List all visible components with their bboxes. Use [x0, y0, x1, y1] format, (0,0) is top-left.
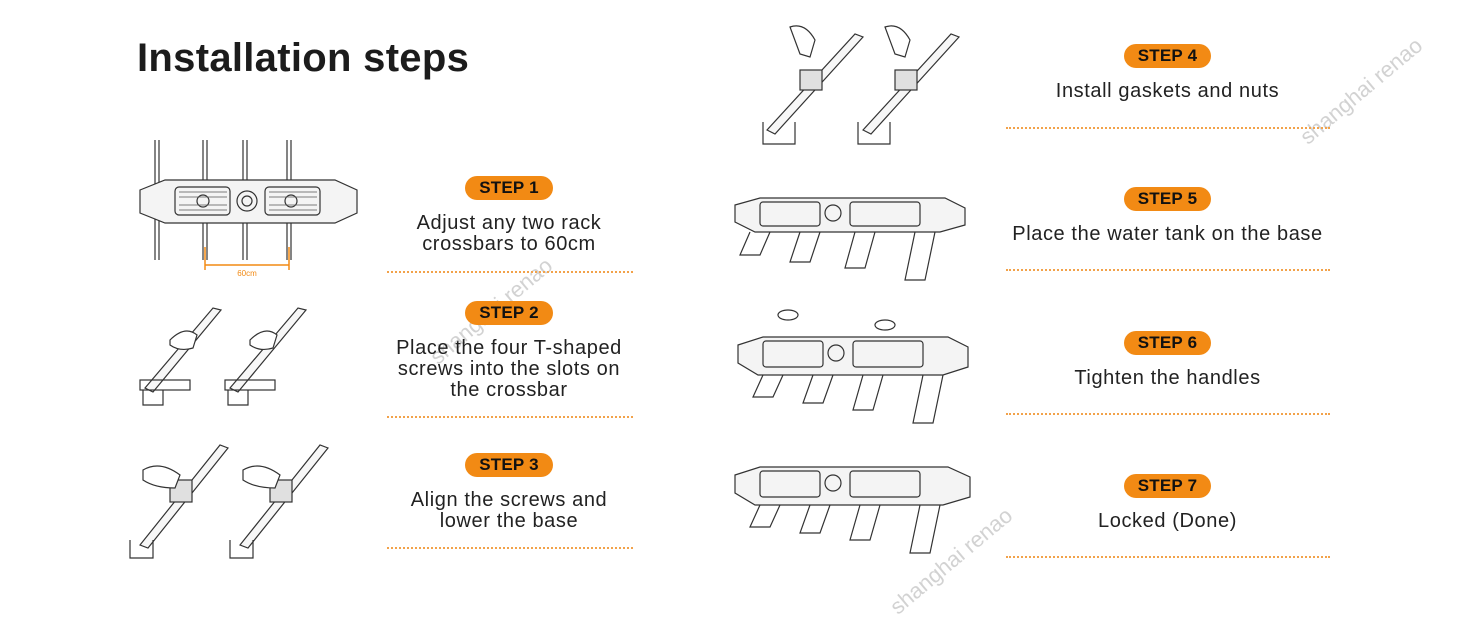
step6-block: STEP 6 Tighten the handles	[1000, 331, 1335, 389]
step4-description: Install gaskets and nuts	[1055, 80, 1280, 102]
step5-description: Place the water tank on the base	[1012, 223, 1323, 245]
step4-divider	[1006, 127, 1330, 129]
step3-description: Align the screws and lower the base	[410, 489, 608, 532]
step3-divider	[387, 547, 633, 549]
step1-block: STEP 1 Adjust any two rack crossbars to …	[385, 176, 633, 255]
step4-illustration	[755, 22, 970, 152]
step5-illustration	[730, 180, 970, 290]
step5-badge: STEP 5	[1123, 187, 1212, 211]
step4-block: STEP 4 Install gaskets and nuts	[1000, 44, 1335, 102]
step7-divider	[1006, 556, 1330, 558]
step6-description: Tighten the handles	[1074, 367, 1261, 389]
step3-block: STEP 3 Align the screws and lower the ba…	[385, 453, 633, 532]
step6-divider	[1006, 413, 1330, 415]
step1-description: Adjust any two rack crossbars to 60cm	[416, 212, 602, 255]
step2-divider	[387, 416, 633, 418]
step4-badge: STEP 4	[1123, 44, 1212, 68]
step5-block: STEP 5 Place the water tank on the base	[995, 187, 1340, 245]
step2-description: Place the four T-shaped screws into the …	[396, 337, 622, 401]
step6-illustration	[733, 305, 973, 430]
step3-illustration	[125, 440, 340, 565]
step2-illustration	[135, 300, 335, 415]
step6-badge: STEP 6	[1123, 331, 1212, 355]
step2-block: STEP 2 Place the four T-shaped screws in…	[385, 301, 633, 401]
dimension-label: 60cm	[237, 269, 257, 278]
step2-badge: STEP 2	[465, 301, 553, 325]
step3-badge: STEP 3	[465, 453, 553, 477]
step7-badge: STEP 7	[1123, 474, 1212, 498]
step5-divider	[1006, 269, 1330, 271]
page-title: Installation steps	[137, 36, 470, 80]
step7-illustration	[730, 455, 975, 565]
step7-block: STEP 7 Locked (Done)	[1000, 474, 1335, 532]
step1-illustration: 60cm	[135, 135, 365, 280]
step1-divider	[387, 271, 633, 273]
step7-description: Locked (Done)	[1098, 510, 1237, 532]
step1-badge: STEP 1	[465, 176, 553, 200]
